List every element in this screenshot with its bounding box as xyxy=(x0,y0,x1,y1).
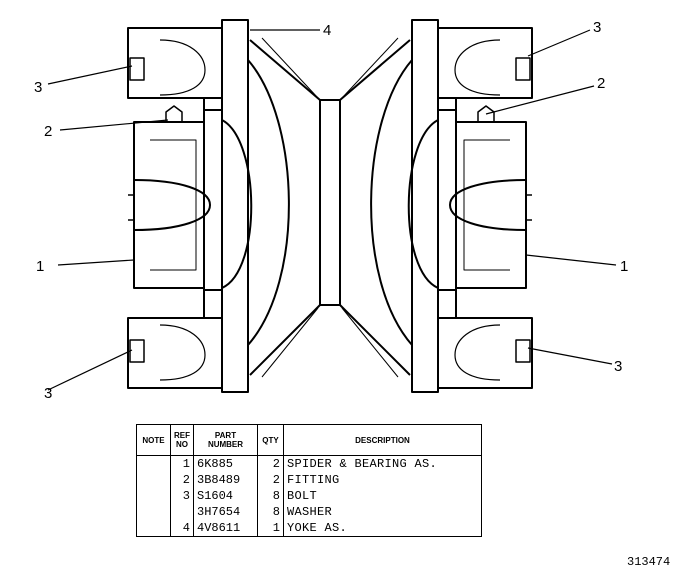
cell-part-number: 6K885 xyxy=(193,455,258,472)
callout-3-top-right: 3 xyxy=(593,19,601,36)
fittings xyxy=(165,105,495,123)
cell-qty: 8 xyxy=(257,488,284,504)
callout-3-bottom-right: 3 xyxy=(614,358,622,375)
bolts xyxy=(129,57,531,363)
cell-note xyxy=(136,472,171,488)
callout-4: 4 xyxy=(323,22,331,39)
cell-part-number: 3H7654 xyxy=(193,504,258,520)
leader-3-top-right xyxy=(527,29,591,57)
right-yoke-flange xyxy=(407,19,456,393)
cell-qty: 2 xyxy=(257,455,284,472)
callout-2-left: 2 xyxy=(44,123,52,140)
cell-note xyxy=(136,504,171,520)
cell-ref: 3 xyxy=(170,488,194,504)
table-row: 4 4V8611 1 YOKE AS. xyxy=(136,520,482,537)
header-ref-line2: NO xyxy=(176,440,188,449)
cell-part-number: 3B8489 xyxy=(193,472,258,488)
table-row: 2 3B8489 2 FITTING xyxy=(136,472,482,488)
table-header-row: NOTE REF NO PART NUMBER QTY DESCRIPTION xyxy=(136,424,482,456)
cell-part-number: S1604 xyxy=(193,488,258,504)
header-part-line2: NUMBER xyxy=(207,440,244,449)
leader-1-left xyxy=(57,259,135,266)
table-row: 1 6K885 2 SPIDER & BEARING AS. xyxy=(136,455,482,472)
cell-note xyxy=(136,455,171,472)
cell-qty: 8 xyxy=(257,504,284,520)
table-row: 3 S1604 8 BOLT xyxy=(136,488,482,504)
exploded-view-drawing: 1 1 2 2 3 3 3 3 4 xyxy=(34,19,628,402)
header-qty: QTY xyxy=(257,424,284,456)
cell-ref xyxy=(170,504,194,520)
cell-qty: 1 xyxy=(257,520,284,537)
header-ref-line1: REF xyxy=(174,431,190,440)
cell-description: SPIDER & BEARING AS. xyxy=(283,455,482,472)
header-ref-no: REF NO xyxy=(170,424,194,456)
leader-2-left xyxy=(59,119,169,131)
cell-note xyxy=(136,520,171,537)
cell-ref: 1 xyxy=(170,455,194,472)
leader-2-right xyxy=(485,85,595,115)
cell-description: YOKE AS. xyxy=(283,520,482,537)
callout-1-left: 1 xyxy=(36,258,44,275)
leader-1-right xyxy=(525,254,617,266)
cell-note xyxy=(136,488,171,504)
leader-3-top-left xyxy=(47,65,133,85)
parts-list-table: NOTE REF NO PART NUMBER QTY DESCRIPTION … xyxy=(136,424,482,537)
cell-ref: 4 xyxy=(170,520,194,537)
callout-2-right: 2 xyxy=(597,75,605,92)
callout-1-right: 1 xyxy=(620,258,628,275)
header-description: DESCRIPTION xyxy=(283,424,482,456)
cell-qty: 2 xyxy=(257,472,284,488)
header-part-number: PART NUMBER xyxy=(193,424,258,456)
yoke-assembly xyxy=(247,37,413,378)
leader-3-bottom-right xyxy=(527,347,613,365)
cell-ref: 2 xyxy=(170,472,194,488)
figure-id: 313474 xyxy=(627,555,671,569)
callout-3-bottom-left: 3 xyxy=(44,385,52,402)
leader-3-bottom-left xyxy=(47,349,133,391)
header-part-line1: PART xyxy=(214,431,237,440)
left-yoke-flange xyxy=(204,19,253,393)
header-note: NOTE xyxy=(136,424,171,456)
cell-description: WASHER xyxy=(283,504,482,520)
table-row: 3H7654 8 WASHER xyxy=(136,504,482,520)
cell-description: FITTING xyxy=(283,472,482,488)
cell-part-number: 4V8611 xyxy=(193,520,258,537)
left-spider-bearing xyxy=(127,27,223,389)
callout-3-top-left: 3 xyxy=(34,79,42,96)
right-spider-bearing xyxy=(437,27,533,389)
cell-description: BOLT xyxy=(283,488,482,504)
